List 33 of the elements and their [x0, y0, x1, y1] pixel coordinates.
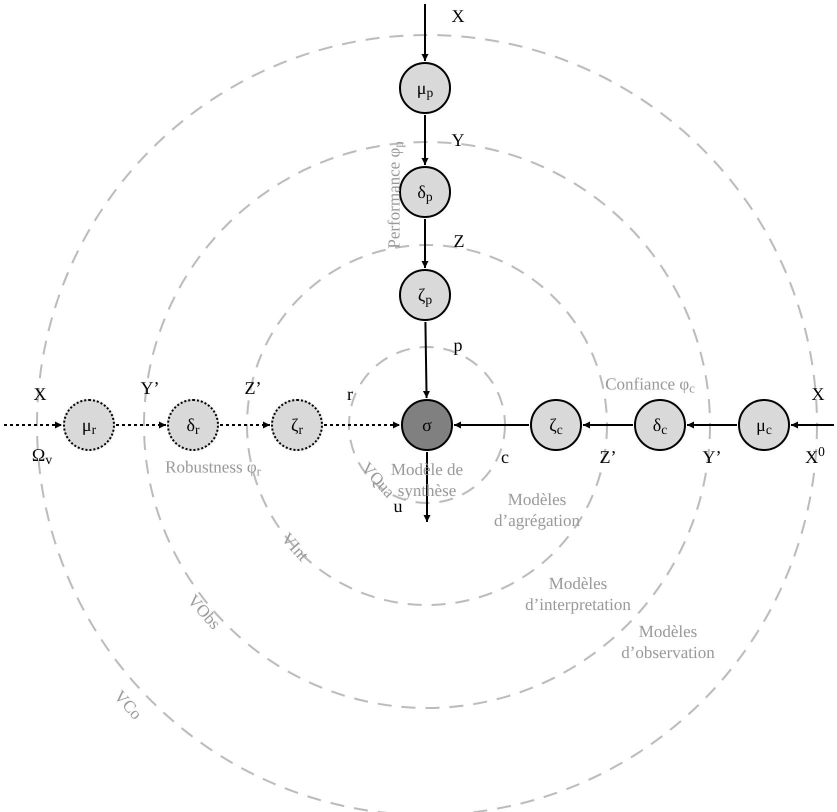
label: Modèles d’agrégation — [493, 488, 581, 532]
arrow — [422, 322, 430, 398]
label: Modèles d’interpretation — [524, 572, 632, 616]
arrow — [324, 422, 400, 428]
label: p — [454, 334, 462, 356]
label: Y’ — [140, 376, 160, 400]
label: Z’ — [244, 376, 262, 400]
arrow — [583, 422, 633, 428]
label: Z — [454, 230, 464, 252]
label: X — [812, 382, 824, 406]
label: X$^{0}$ — [805, 446, 825, 468]
label: Y’ — [702, 446, 722, 468]
arrow — [422, 115, 428, 165]
arrow — [687, 422, 737, 428]
arrow — [454, 422, 529, 428]
label: Y — [452, 128, 464, 152]
label: X — [34, 382, 46, 406]
label: r — [347, 382, 353, 406]
arrow — [4, 422, 62, 428]
label: X — [452, 4, 464, 28]
label: Robustness φ$_{r}$ — [165, 456, 261, 478]
label: Confiance φ$_{c}$ — [605, 373, 695, 395]
label: Modèles d’observation — [620, 620, 716, 664]
arrow — [220, 422, 270, 428]
arrow — [422, 4, 428, 61]
label: u — [394, 496, 402, 518]
arrow — [791, 422, 834, 428]
arrow — [116, 422, 166, 428]
label: Ω$_{v}$ — [32, 444, 52, 466]
label: c — [501, 446, 509, 468]
arrow — [422, 219, 428, 268]
arrow — [424, 452, 430, 522]
label: Z’ — [600, 446, 616, 468]
